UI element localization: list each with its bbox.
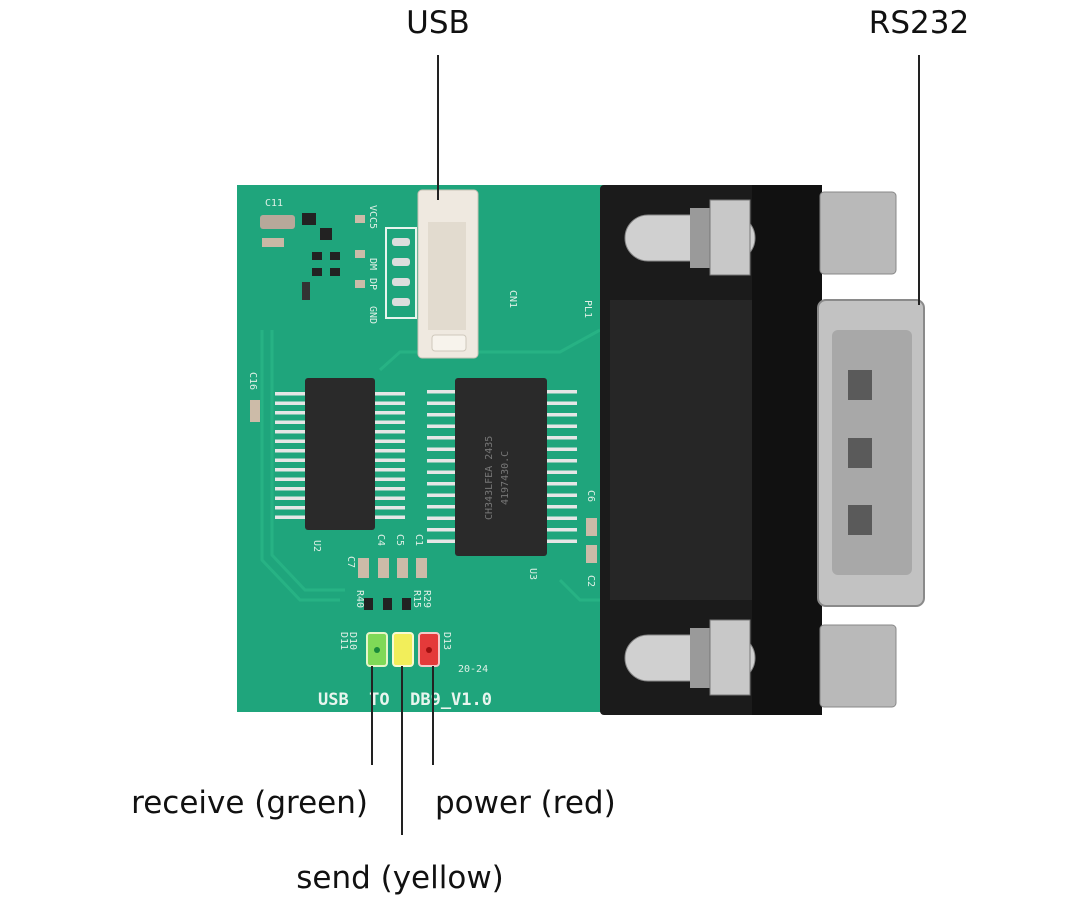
ic-pin: [545, 424, 577, 428]
ic-pin: [545, 505, 577, 509]
ic-pin: [427, 539, 459, 543]
ic-pin: [275, 449, 307, 453]
led-send-yellow: [392, 632, 414, 667]
usb-header-cn1: [385, 189, 479, 359]
ic-pin: [545, 528, 577, 532]
ic-pin: [427, 470, 459, 474]
ic-pin: [275, 411, 307, 415]
u3-lot: 4197430.C: [500, 451, 511, 505]
ic-pin: [545, 493, 577, 497]
ic-pin: [427, 436, 459, 440]
label-r40: R40: [354, 590, 365, 608]
ic-pin: [373, 420, 405, 424]
ic-pin: [373, 411, 405, 415]
ic-pin: [545, 459, 577, 463]
label-c1: C1: [413, 534, 424, 546]
label-cn1: CN1: [507, 290, 518, 308]
u2-pins: [275, 392, 405, 519]
ic-pin: [373, 430, 405, 434]
chip-u3: [455, 378, 547, 556]
label-usb: USB: [406, 5, 470, 41]
pin-label-dm: DM: [367, 258, 378, 270]
ic-pin: [427, 401, 459, 405]
label-c7: C7: [345, 556, 356, 568]
ic-pin: [373, 401, 405, 405]
chip-u2: [305, 378, 375, 530]
label-c4: C4: [375, 534, 386, 546]
label-rs232: RS232: [869, 5, 969, 41]
ic-pin: [275, 468, 307, 472]
ic-pin: [373, 496, 405, 500]
label-d10: D10: [347, 632, 358, 650]
ic-pin: [545, 401, 577, 405]
label-r15: R15: [411, 590, 422, 608]
ic-pin: [275, 515, 307, 519]
ic-pin: [373, 515, 405, 519]
label-u2: U2: [311, 540, 322, 552]
ic-pin: [427, 516, 459, 520]
ic-pin: [373, 487, 405, 491]
u3-marking: CH343LFEA 2435: [484, 436, 495, 520]
ic-pin: [427, 447, 459, 451]
ic-pin: [373, 477, 405, 481]
ic-pin: [545, 390, 577, 394]
callout-lines: [371, 55, 920, 835]
u3-pins: [427, 390, 577, 543]
ic-pin: [545, 516, 577, 520]
label-power: power (red): [435, 785, 616, 821]
pin-label-vcc5: VCC5: [367, 205, 378, 229]
ic-pin: [545, 482, 577, 486]
board-date: 20-24: [458, 664, 488, 675]
label-receive: receive (green): [131, 785, 368, 821]
label-d11: D11: [338, 632, 349, 650]
ic-pin: [427, 424, 459, 428]
ic-pin: [275, 439, 307, 443]
label-r29: R29: [421, 590, 432, 608]
label-c11: C11: [265, 198, 283, 209]
label-c16: C16: [247, 372, 258, 390]
screw-top: [624, 199, 756, 276]
ic-pin: [427, 505, 459, 509]
ic-pin: [275, 496, 307, 500]
label-d13: D13: [441, 632, 452, 650]
pin-label-gnd: GND: [367, 306, 378, 324]
ic-pin: [275, 477, 307, 481]
ic-pin: [275, 401, 307, 405]
smd-components: [250, 213, 597, 610]
label-c2: C2: [585, 575, 596, 587]
ic-pin: [373, 458, 405, 462]
ic-pin: [275, 392, 307, 396]
label-u3: U3: [527, 568, 538, 580]
ic-pin: [545, 447, 577, 451]
ic-pin: [275, 487, 307, 491]
pcb-traces: [260, 328, 605, 602]
ic-pin: [373, 392, 405, 396]
ic-pin: [373, 468, 405, 472]
screw-bottom: [624, 619, 756, 696]
ic-pin: [373, 506, 405, 510]
db9-connector: [600, 185, 925, 715]
ic-pin: [275, 458, 307, 462]
label-c5: C5: [394, 534, 405, 546]
ic-pin: [275, 420, 307, 424]
label-pl1: PL1: [582, 300, 593, 318]
ic-pin: [427, 390, 459, 394]
ic-pin: [427, 459, 459, 463]
ic-pin: [545, 470, 577, 474]
ic-pin: [373, 439, 405, 443]
ic-pin: [545, 413, 577, 417]
ic-pin: [427, 482, 459, 486]
ic-pin: [427, 528, 459, 532]
label-c6: C6: [585, 490, 596, 502]
ic-pin: [545, 436, 577, 440]
board-name: USB TO DB9_V1.0: [318, 690, 492, 710]
ic-pin: [373, 449, 405, 453]
label-send: send (yellow): [296, 860, 504, 896]
ic-pin: [427, 493, 459, 497]
ic-pin: [275, 506, 307, 510]
ic-pin: [275, 430, 307, 434]
ic-pin: [427, 413, 459, 417]
pin-label-dp: DP: [367, 278, 378, 290]
ic-pin: [545, 539, 577, 543]
